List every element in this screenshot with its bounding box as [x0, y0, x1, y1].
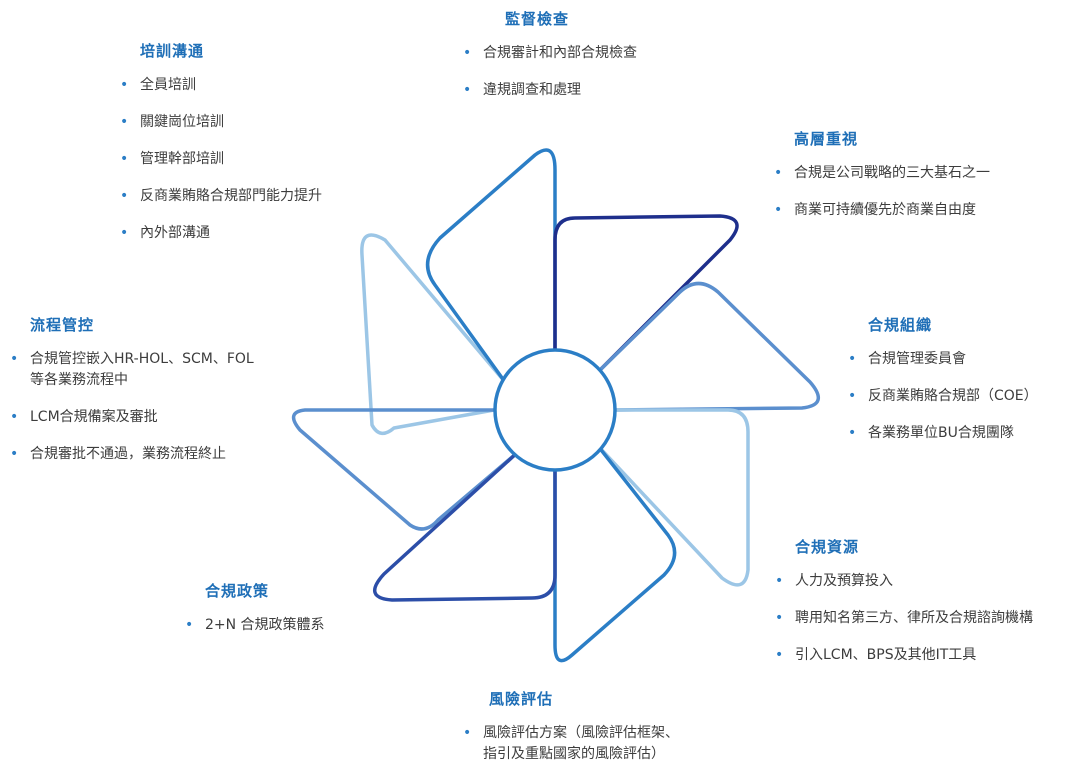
list-item: 內外部溝通 [120, 223, 322, 244]
list-item-line: 指引及重點國家的風險評估） [483, 746, 665, 762]
section-title: 流程管控 [30, 316, 95, 334]
list-item: 合規是公司戰略的三大基石之一 [774, 163, 990, 184]
list-item: 各業務單位BU合規團隊 [848, 423, 1038, 444]
list-item: LCM合規備案及審批 [10, 407, 254, 428]
section-organization: 合規組織 合規管理委員會 反商業賄賂合規部（COE） 各業務單位BU合規團隊 [848, 314, 1038, 460]
list-item-line: 風險評估方案（風險評估框架、 [483, 725, 679, 741]
list-item: 合規管理委員會 [848, 349, 1038, 370]
blade-light-right-lower [596, 408, 750, 587]
section-training: 培訓溝通 全員培訓 關鍵崗位培訓 管理幹部培訓 反商業賄賂合規部門能力提升 內外… [120, 40, 322, 260]
blade-bright-lower [553, 444, 677, 663]
list-item: 關鍵崗位培訓 [120, 112, 322, 133]
hub-circle [493, 348, 617, 472]
list-item: 商業可持續優先於商業自由度 [774, 200, 990, 221]
blade-dark-upper-right [553, 214, 739, 377]
list-item: 合規管控嵌入HR-HOL、SCM、FOL 等各業務流程中 [10, 349, 254, 391]
section-title: 風險評估 [489, 690, 554, 708]
list-item: 違規調查和處理 [463, 80, 637, 101]
section-title: 合規政策 [205, 582, 270, 600]
list-item: 反商業賄賂合規部門能力提升 [120, 186, 322, 207]
section-leadership: 高層重視 合規是公司戰略的三大基石之一 商業可持續優先於商業自由度 [774, 128, 990, 237]
list-item: 2+N 合規政策體系 [185, 615, 325, 636]
list-item: 引入LCM、BPS及其他IT工具 [775, 645, 1033, 666]
blade-mid-right [593, 281, 820, 412]
blade-dark-lower-left [373, 450, 557, 602]
section-title: 合規組織 [868, 316, 933, 334]
list-item: 聘用知名第三方、律所及合規諮詢機構 [775, 608, 1033, 629]
section-resources: 合規資源 人力及預算投入 聘用知名第三方、律所及合規諮詢機構 引入LCM、BPS… [775, 536, 1033, 682]
section-risk-assessment: 風險評估 風險評估方案（風險評估框架、 指引及重點國家的風險評估） [463, 688, 679, 781]
blade-mid-left [291, 408, 520, 531]
list-item: 合規審計和內部合規檢查 [463, 43, 637, 64]
section-process-control: 流程管控 合規管控嵌入HR-HOL、SCM、FOL 等各業務流程中 LCM合規備… [10, 314, 254, 481]
section-title: 監督檢查 [505, 10, 570, 28]
list-item: 合規審批不通過，業務流程終止 [10, 444, 254, 465]
list-item: 風險評估方案（風險評估框架、 指引及重點國家的風險評估） [463, 723, 679, 765]
list-item: 反商業賄賂合規部（COE） [848, 386, 1038, 407]
list-item: 人力及預算投入 [775, 571, 1033, 592]
blade-light-upper-left [360, 233, 507, 435]
section-supervision: 監督檢查 合規審計和內部合規檢查 違規調查和處理 [463, 8, 637, 117]
section-title: 培訓溝通 [140, 42, 205, 60]
list-item: 管理幹部培訓 [120, 149, 322, 170]
list-item-line: 合規管控嵌入HR-HOL、SCM、FOL [30, 351, 254, 367]
blade-bright-upper [425, 148, 557, 384]
list-item-line: 等各業務流程中 [30, 372, 128, 388]
list-item: 全員培訓 [120, 75, 322, 96]
section-title: 高層重視 [794, 130, 859, 148]
section-title: 合規資源 [795, 538, 860, 556]
section-policy: 合規政策 2+N 合規政策體系 [185, 580, 325, 652]
